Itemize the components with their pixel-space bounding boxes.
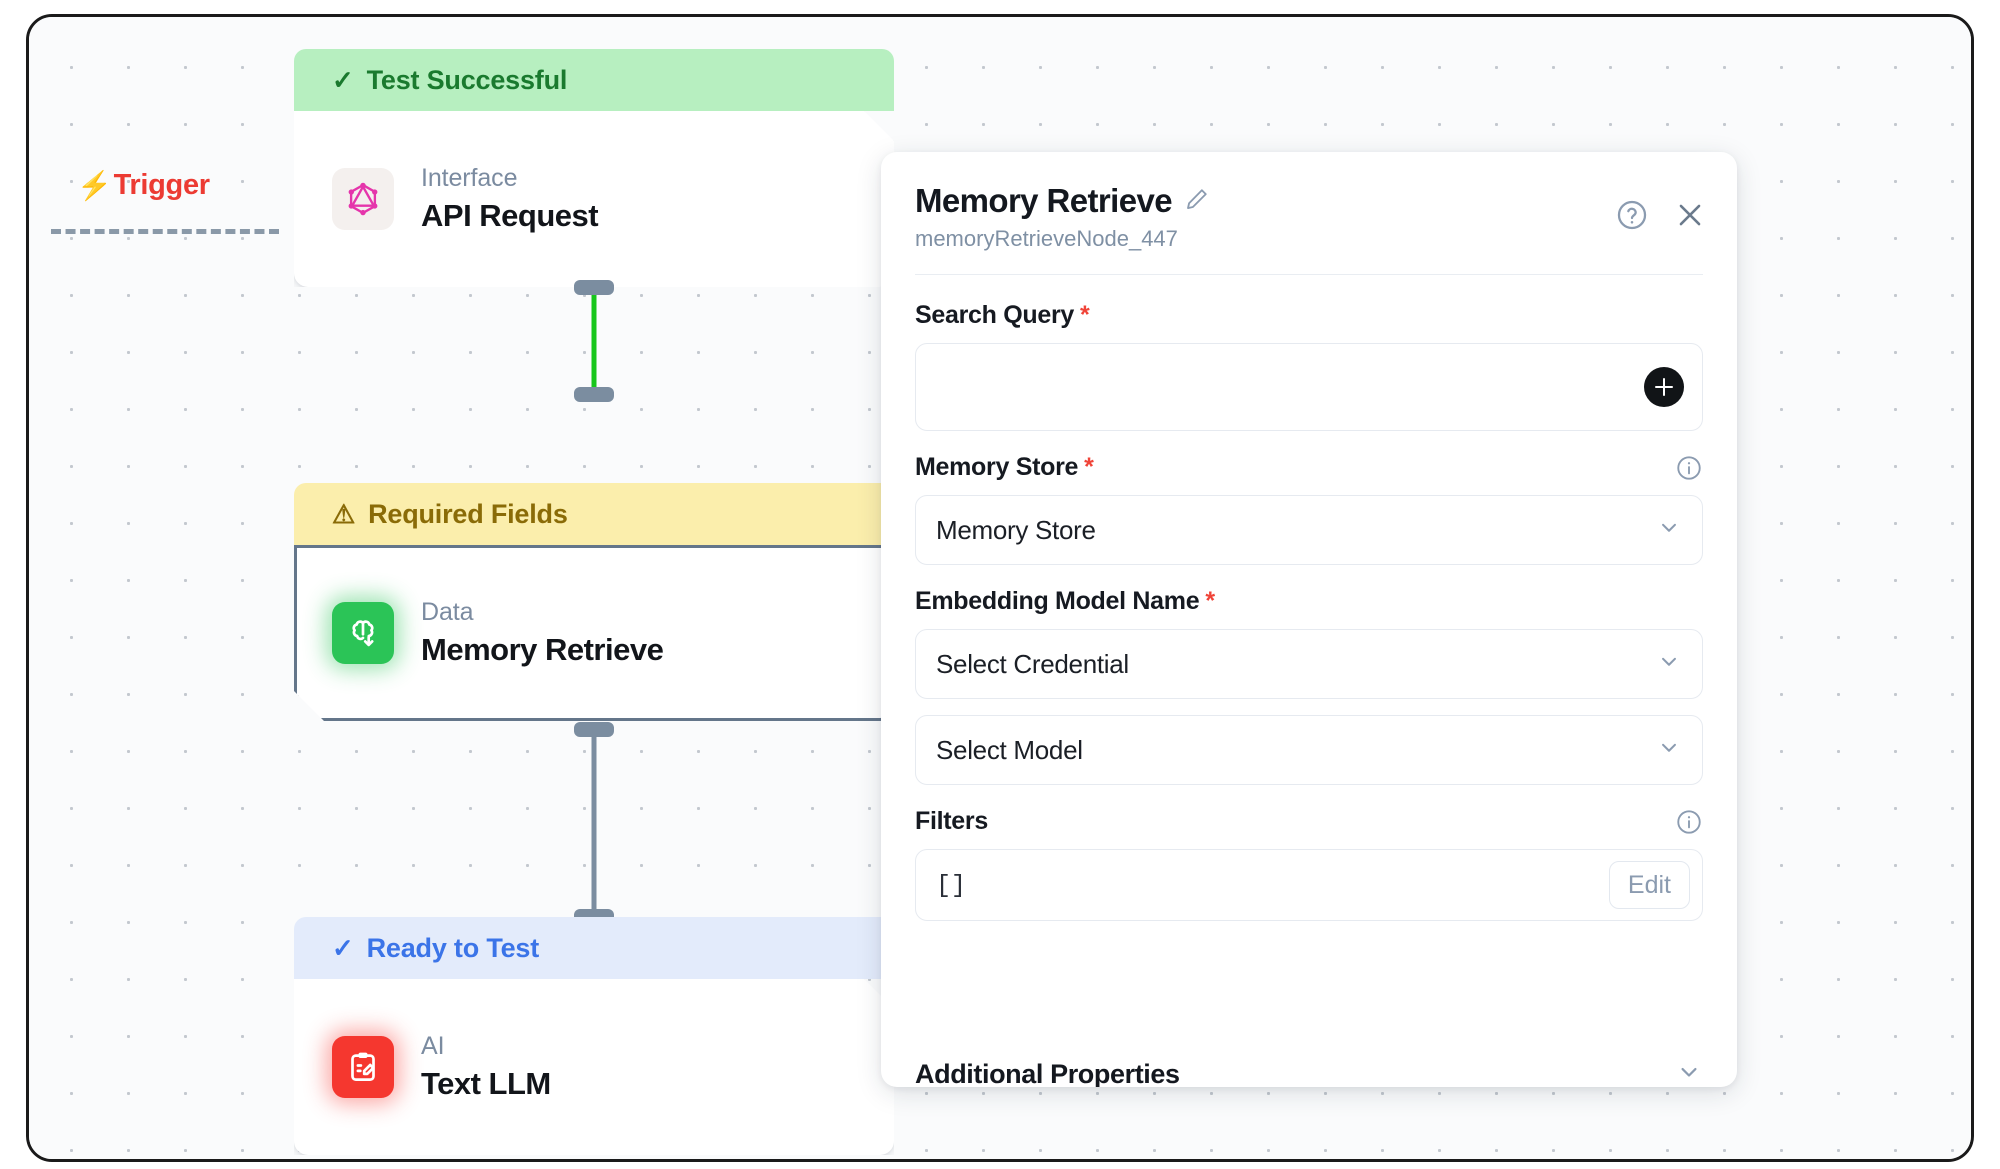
panel-divider bbox=[915, 274, 1703, 275]
app-frame: ⚡ Trigger ✓ Test Successful bbox=[26, 14, 1974, 1162]
connector-active[interactable] bbox=[294, 280, 894, 402]
connector-line bbox=[591, 287, 597, 395]
select-value: Memory Store bbox=[936, 514, 1096, 545]
field-label: Embedding Model Name bbox=[915, 587, 1200, 615]
chevron-down-icon bbox=[1656, 649, 1682, 680]
banner-label: Ready to Test bbox=[366, 932, 540, 963]
trigger-text: Trigger bbox=[113, 169, 211, 201]
additional-properties-row[interactable]: Additional Properties bbox=[915, 1058, 1703, 1087]
graphql-icon bbox=[332, 168, 394, 230]
trigger-dashed-line bbox=[51, 229, 279, 234]
field-filters: Filters [] Edit bbox=[915, 807, 1703, 921]
field-label-row: Search Query * bbox=[915, 301, 1703, 330]
field-memory-store: Memory Store * Memory Store bbox=[915, 453, 1703, 565]
lightning-bolt-icon: ⚡ bbox=[77, 169, 112, 201]
flow-canvas[interactable]: ⚡ Trigger ✓ Test Successful bbox=[29, 17, 1971, 1159]
connector-line bbox=[591, 729, 597, 917]
panel-title-row: Memory Retrieve bbox=[915, 182, 1703, 220]
filters-input[interactable]: [] Edit bbox=[915, 849, 1703, 921]
node-kind-label: AI bbox=[421, 1032, 445, 1060]
warning-triangle-icon: ⚠ bbox=[332, 499, 356, 529]
memory-store-select[interactable]: Memory Store bbox=[915, 495, 1703, 565]
connector-handle-bottom[interactable] bbox=[574, 387, 614, 402]
connector-handle-top[interactable] bbox=[574, 280, 614, 295]
pencil-icon[interactable] bbox=[1184, 186, 1210, 217]
plus-icon[interactable] bbox=[1644, 367, 1684, 407]
node-api-request[interactable]: ✓ Test Successful bbox=[294, 49, 894, 287]
model-select[interactable]: Select Model bbox=[915, 715, 1703, 785]
field-label: Search Query bbox=[915, 301, 1074, 329]
banner-label: Test Successful bbox=[366, 64, 568, 95]
select-value: Select Model bbox=[936, 734, 1083, 765]
node-kind-label: Data bbox=[421, 598, 474, 626]
node-title-label: Memory Retrieve bbox=[421, 632, 664, 667]
field-label-row: Memory Store * bbox=[915, 453, 1703, 482]
search-query-input[interactable] bbox=[915, 343, 1703, 431]
close-icon[interactable] bbox=[1673, 198, 1707, 237]
clipboard-pencil-icon bbox=[332, 1036, 394, 1098]
panel-header: Memory Retrieve memoryRetrieveNode_447 bbox=[881, 152, 1737, 252]
select-value: Select Credential bbox=[936, 648, 1129, 679]
check-icon: ✓ bbox=[332, 933, 354, 963]
check-icon: ✓ bbox=[332, 65, 354, 95]
node-card[interactable]: Interface API Request bbox=[294, 111, 894, 287]
help-circle-icon[interactable] bbox=[1615, 198, 1649, 237]
connector-handle-top[interactable] bbox=[574, 722, 614, 737]
connector-inactive[interactable] bbox=[294, 722, 894, 924]
chevron-down-icon bbox=[1656, 735, 1682, 766]
node-config-panel: Memory Retrieve memoryRetrieveNode_447 bbox=[881, 152, 1737, 1087]
node-status-banner-info: ✓ Ready to Test bbox=[294, 917, 894, 979]
credential-select[interactable]: Select Credential bbox=[915, 629, 1703, 699]
node-card[interactable]: Data Memory Retrieve bbox=[294, 545, 894, 721]
edit-button[interactable]: Edit bbox=[1608, 861, 1690, 909]
panel-body: Search Query * Memory Store * bbox=[881, 275, 1737, 921]
required-asterisk: * bbox=[1205, 587, 1216, 615]
info-icon[interactable] bbox=[1675, 454, 1703, 487]
node-status-banner-warning: ⚠ Required Fields bbox=[294, 483, 894, 545]
field-label-row: Filters bbox=[915, 807, 1703, 836]
node-status-banner-success: ✓ Test Successful bbox=[294, 49, 894, 111]
filters-value: [] bbox=[936, 870, 967, 900]
node-kind-label: Interface bbox=[421, 164, 518, 192]
info-icon[interactable] bbox=[1675, 808, 1703, 841]
panel-subtitle: memoryRetrieveNode_447 bbox=[915, 226, 1178, 251]
field-label-row: Embedding Model Name * bbox=[915, 587, 1703, 616]
node-card[interactable]: AI Text LLM bbox=[294, 979, 894, 1155]
required-asterisk: * bbox=[1080, 301, 1090, 329]
chevron-down-icon bbox=[1656, 515, 1682, 546]
panel-actions bbox=[1615, 198, 1707, 237]
node-text-llm[interactable]: ✓ Ready to Test AI Text LLM bbox=[294, 917, 894, 1155]
additional-properties-label: Additional Properties bbox=[915, 1059, 1180, 1087]
field-search-query: Search Query * bbox=[915, 301, 1703, 431]
node-memory-retrieve[interactable]: ⚠ Required Fields Data Memory Retrieve bbox=[294, 483, 894, 721]
brain-download-icon bbox=[332, 602, 394, 664]
trigger-label: ⚡ Trigger bbox=[77, 169, 210, 202]
page-title: Memory Retrieve bbox=[915, 182, 1173, 219]
node-title-label: API Request bbox=[421, 198, 599, 233]
required-asterisk: * bbox=[1084, 453, 1094, 481]
node-title-label: Text LLM bbox=[421, 1066, 551, 1101]
field-embedding-model-name: Embedding Model Name * Select Credential… bbox=[915, 587, 1703, 785]
banner-label: Required Fields bbox=[368, 498, 568, 529]
field-label: Memory Store bbox=[915, 453, 1079, 481]
chevron-down-icon bbox=[1675, 1058, 1703, 1087]
field-label: Filters bbox=[915, 807, 988, 835]
